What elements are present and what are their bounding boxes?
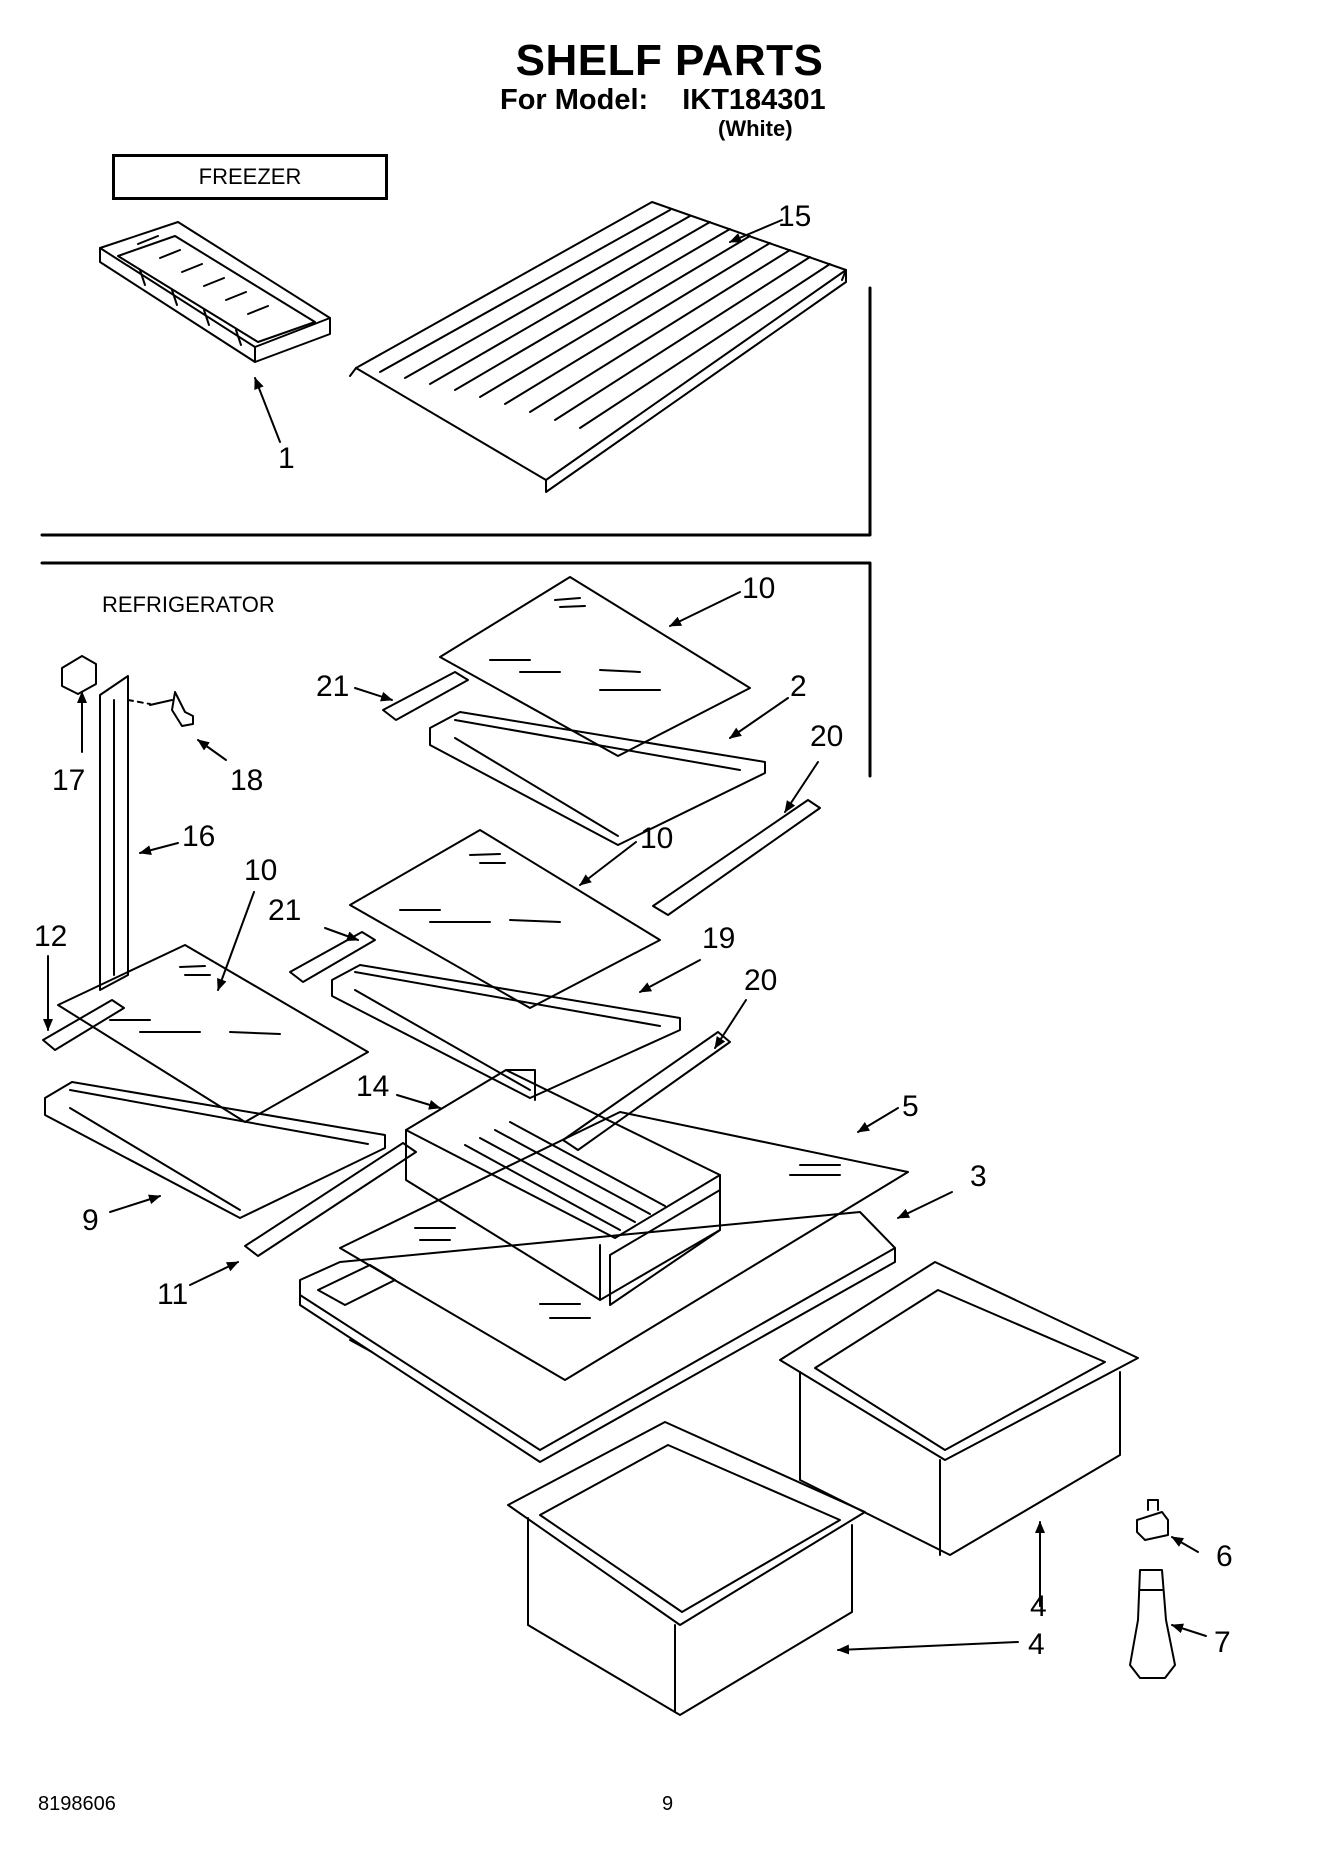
screw-part <box>127 691 194 727</box>
callout-arrows <box>43 219 1207 1655</box>
callout-7: 7 <box>1214 1626 1231 1659</box>
meat-keeper-drawer-part <box>405 1069 721 1306</box>
callout-12: 12 <box>34 920 67 953</box>
page-number: 9 <box>662 1793 674 1815</box>
model-number: IKT184301 <box>682 84 826 116</box>
callout-3: 3 <box>970 1160 987 1193</box>
freezer-section-border <box>40 286 872 537</box>
page-title: SHELF PARTS <box>515 36 824 85</box>
crisper-cover-glass-part <box>339 1111 909 1381</box>
left-shelf-trim-part <box>42 999 125 1051</box>
top-shelf-frame-part <box>429 711 766 846</box>
model-line: For Model: IKT184301 <box>500 84 826 117</box>
callout-16: 16 <box>182 820 215 853</box>
callout-21-top: 21 <box>316 670 349 703</box>
crisper-drawer-right-part <box>779 1261 1139 1556</box>
top-shelf-trim-part <box>382 671 469 721</box>
callout-numbers: 1 15 10 21 2 20 17 18 16 10 10 21 12 19 … <box>34 200 1233 1661</box>
callout-10-middle: 10 <box>640 822 673 855</box>
left-rail-part <box>244 1142 417 1257</box>
callout-9: 9 <box>82 1204 99 1237</box>
callout-14: 14 <box>356 1070 389 1103</box>
left-glass-shelf-part <box>57 944 369 1123</box>
freezer-label-text: FREEZER <box>198 164 302 189</box>
middle-shelf-trim-part <box>289 931 376 983</box>
left-shelf-frame-part <box>44 1081 386 1219</box>
model-color: (White) <box>718 116 793 141</box>
callout-4-right: 4 <box>1030 1590 1047 1623</box>
leveling-cap-part <box>1136 1499 1169 1541</box>
callout-11: 11 <box>157 1278 188 1311</box>
callout-10-top: 10 <box>742 572 775 605</box>
ice-tray-part <box>99 221 331 363</box>
callout-18: 18 <box>230 764 263 797</box>
middle-glass-shelf-part <box>349 829 661 1009</box>
callout-19: 19 <box>702 922 735 955</box>
callout-1: 1 <box>278 442 295 475</box>
wire-shelf-part <box>349 201 847 493</box>
callout-4-left: 4 <box>1028 1628 1045 1661</box>
callout-20-top: 20 <box>810 720 843 753</box>
lower-rail-part <box>562 1031 731 1151</box>
refrigerator-section-label: REFRIGERATOR <box>102 592 275 617</box>
freezer-section-label: FREEZER <box>112 154 388 200</box>
upper-rail-part <box>652 799 821 916</box>
callout-5: 5 <box>902 1090 919 1123</box>
top-glass-shelf-part <box>439 576 751 757</box>
callout-2: 2 <box>790 670 807 703</box>
shelf-support-upright-part <box>99 675 129 991</box>
model-label: For Model: <box>500 84 649 116</box>
leveling-leg-part <box>1129 1569 1176 1679</box>
document-part-number: 8198606 <box>38 1793 116 1815</box>
callout-17: 17 <box>52 764 85 797</box>
crisper-cover-frame-part <box>299 1211 896 1463</box>
callout-15: 15 <box>778 200 811 233</box>
refrigerator-section-border <box>40 561 872 778</box>
callout-21-middle: 21 <box>268 894 301 927</box>
callout-6: 6 <box>1216 1540 1233 1573</box>
callout-20-middle: 20 <box>744 964 777 997</box>
crisper-drawer-left-part <box>507 1421 866 1716</box>
support-clip-part <box>61 655 97 695</box>
callout-10-left: 10 <box>244 854 277 887</box>
